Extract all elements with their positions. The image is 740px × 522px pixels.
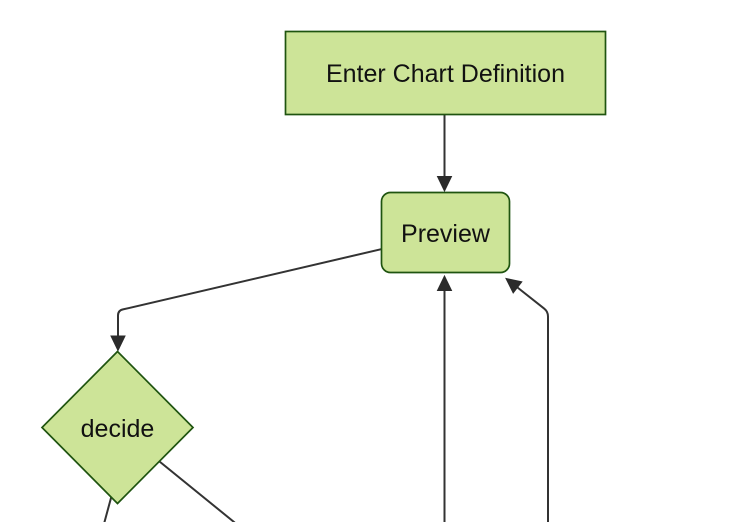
node-label: Preview bbox=[401, 220, 491, 248]
rounded-rectangle-node-shape bbox=[380, 191, 511, 274]
edge-line bbox=[516, 286, 549, 522]
node-enter-chart-definition: Enter Chart Definition bbox=[284, 30, 607, 116]
node-label: decide bbox=[81, 415, 155, 443]
edge-line bbox=[117, 247, 384, 338]
arrowhead-icon bbox=[436, 176, 453, 193]
edge-decide-to-bottom-left bbox=[103, 496, 113, 522]
diamond-node-shape bbox=[40, 350, 195, 505]
node-preview: Preview bbox=[380, 191, 511, 274]
edge-bottom-right-to-preview bbox=[505, 277, 549, 522]
edge-line bbox=[103, 496, 113, 522]
edge-bottom-to-preview bbox=[436, 274, 453, 522]
edge-decide-to-bottom-right bbox=[158, 460, 236, 522]
arrowhead-icon bbox=[505, 277, 523, 294]
edge-line bbox=[158, 460, 236, 522]
arrowhead-icon bbox=[436, 274, 453, 291]
node-label: Enter Chart Definition bbox=[326, 60, 565, 88]
node-decide: decide bbox=[40, 350, 195, 505]
arrowhead-icon bbox=[110, 335, 126, 352]
edge-preview-to-decide bbox=[110, 247, 384, 352]
edge-enter-to-preview bbox=[436, 113, 453, 193]
rectangle-node-shape bbox=[284, 30, 607, 116]
